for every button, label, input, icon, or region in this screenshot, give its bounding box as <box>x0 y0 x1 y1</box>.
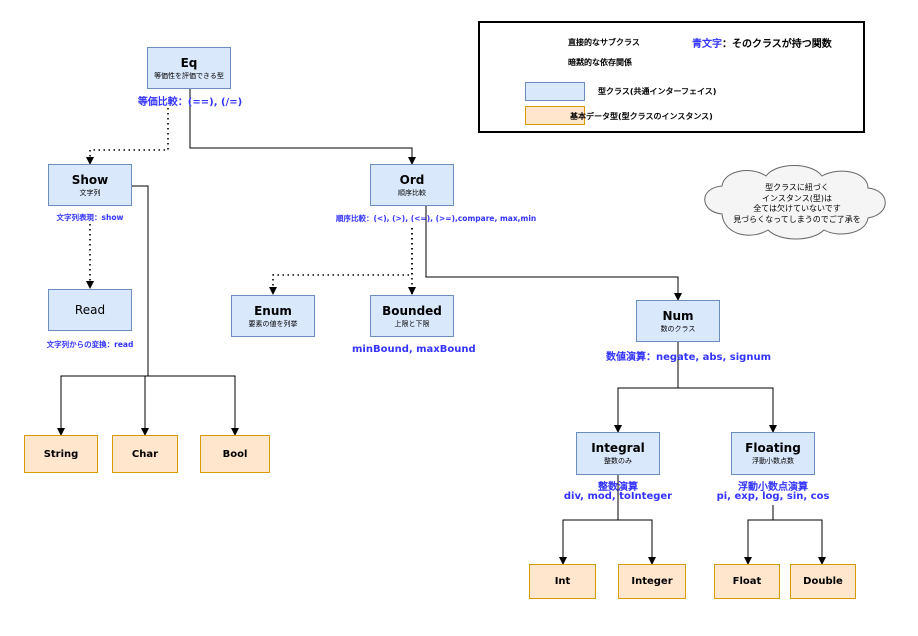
functions-show: 文字列表現：show <box>56 213 124 222</box>
type-char: Char <box>112 435 178 473</box>
legend-blue-text-label: 青文字：そのクラスが持つ関数 <box>692 39 832 50</box>
functions-bounded: minBound, maxBound <box>352 344 476 355</box>
type-float: Float <box>714 564 780 599</box>
legend-box: 直接的なサブクラス 暗黙的な依存関係 青文字：そのクラスが持つ関数 型クラス(共… <box>478 21 865 133</box>
type-int: Int <box>529 564 596 599</box>
type-string: String <box>24 435 98 473</box>
class-show-subtitle: 文字列 <box>79 188 101 197</box>
class-eq-title: Eq <box>180 55 198 70</box>
edge-eq-show <box>86 108 169 165</box>
class-enum: Enum 要素の値を列挙 <box>231 295 315 337</box>
functions-integral-list: div, mod, toInteger <box>563 491 673 502</box>
edge-eq-ord <box>189 88 416 165</box>
note-text: 型クラスに紐づく インスタンス(型)は 全ては欠けていないです 見づらくなってし… <box>708 183 886 225</box>
class-bounded-title: Bounded <box>382 303 442 318</box>
note-line-1: 型クラスに紐づく <box>765 183 829 192</box>
functions-num: 数値演算：negate, abs, signum <box>606 352 771 363</box>
edge-show-char <box>132 185 149 436</box>
functions-floating-heading: 浮動小数点演算 <box>738 482 808 493</box>
legend-typeclass: 型クラス(共通インターフェイス) <box>598 87 717 96</box>
edge-ord-enum <box>269 228 413 295</box>
class-read-title: Read <box>74 302 106 317</box>
class-integral-title: Integral <box>591 441 645 455</box>
legend-basic-type-swatch <box>525 106 585 125</box>
class-enum-title: Enum <box>254 303 292 318</box>
functions-ord: 順序比較：(<), (>), (<=), (>=),compare, max,m… <box>336 214 537 223</box>
class-show: Show 文字列 <box>48 164 132 206</box>
legend-blue-text-note: 青文字：そのクラスが持つ関数 <box>692 35 832 50</box>
functions-read: 文字列からの変換：read <box>46 340 134 349</box>
class-integral-subtitle: 整数のみ <box>604 457 632 465</box>
note-line-2: インスタンス(型)は <box>762 193 832 203</box>
type-bool: Bool <box>200 435 270 473</box>
type-integer: Integer <box>618 564 686 599</box>
legend-implicit-dependency: 暗黙的な依存関係 <box>568 58 632 67</box>
edge-integral-integer <box>617 475 656 565</box>
class-enum-subtitle: 要素の値を列挙 <box>248 319 298 328</box>
edge-num-floating <box>677 341 777 433</box>
class-ord: Ord 順序比較 <box>370 164 454 206</box>
edge-floating-double <box>772 505 826 565</box>
legend-basic-type: 基本データ型(型クラスのインスタンス) <box>570 112 713 121</box>
edge-floating-float <box>744 505 774 565</box>
legend-typeclass-swatch <box>525 82 585 101</box>
type-double: Double <box>790 564 856 599</box>
class-num-subtitle: 数のクラス <box>660 324 696 333</box>
class-eq: Eq 等価性を評価できる型 <box>147 47 231 89</box>
functions-floating-list: pi, exp, log, sin, cos <box>716 491 830 502</box>
class-integral: Integral 整数のみ <box>576 432 660 475</box>
class-floating: Floating 浮動小数点数 <box>731 432 815 475</box>
edge-ord-num <box>425 204 682 301</box>
note-line-3: 全ては欠けていないです <box>753 204 841 213</box>
class-eq-subtitle: 等価性を評価できる型 <box>154 71 224 80</box>
class-num: Num 数のクラス <box>636 300 720 342</box>
note-cloud <box>704 165 886 240</box>
class-read: Read <box>48 289 132 331</box>
functions-integral-heading: 整数演算 <box>598 482 638 493</box>
class-bounded-subtitle: 上限と下限 <box>394 319 430 328</box>
note-line-4: 見づらくなってしまうのでご了承を <box>733 214 861 224</box>
class-ord-title: Ord <box>399 172 425 187</box>
class-show-title: Show <box>71 172 109 187</box>
class-floating-title: Floating <box>745 441 801 455</box>
class-bounded: Bounded 上限と下限 <box>370 295 454 337</box>
class-ord-subtitle: 順序比較 <box>398 188 426 197</box>
class-floating-subtitle: 浮動小数点数 <box>752 457 794 465</box>
functions-eq: 等価比較：(==), (/=) <box>137 97 243 108</box>
class-num-title: Num <box>662 308 694 323</box>
legend-direct-subclass: 直接的なサブクラス <box>568 38 640 47</box>
edge-show-bool <box>132 185 239 436</box>
